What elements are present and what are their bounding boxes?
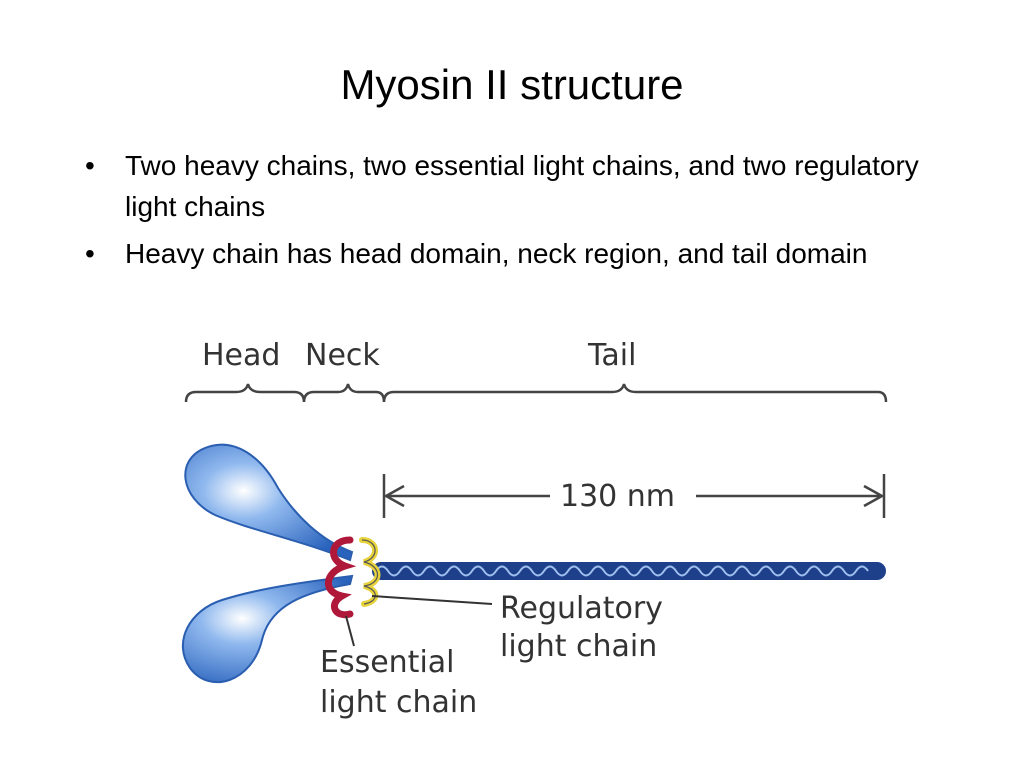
bullet-dot-icon: • (85, 150, 95, 181)
neck-brace (302, 383, 386, 403)
regulatory-label-line1: Regulatory (500, 591, 663, 626)
essential-label-line1: Essential (320, 645, 455, 680)
bullet-text: Heavy chain has head domain, neck region… (125, 238, 868, 269)
tail-label: Tail (587, 338, 636, 373)
bullet-item: • Two heavy chains, two essential light … (85, 145, 965, 227)
tail-coil-helix (375, 565, 869, 577)
page-title: Myosin II structure (340, 61, 684, 108)
bullet-text: Two heavy chains, two essential light ch… (125, 150, 919, 222)
regulatory-leader-line (371, 595, 493, 605)
bullet-item: • Heavy chain has head domain, neck regi… (85, 233, 965, 274)
essential-leader-line (345, 615, 355, 647)
neck-label: Neck (305, 338, 380, 373)
dimension-arrow-right-icon (863, 484, 885, 508)
length-label: 130 nm (560, 479, 675, 514)
essential-label-line2: light chain (320, 685, 477, 720)
regulatory-label-line2: light chain (500, 629, 657, 664)
head-label: Head (202, 338, 280, 373)
bullet-dot-icon: • (85, 238, 95, 269)
lower-head (181, 574, 354, 684)
essential-light-chain (325, 536, 357, 619)
tail-brace (382, 383, 888, 403)
dimension-arrow-left-icon (383, 484, 405, 508)
bullet-list: • Two heavy chains, two essential light … (85, 145, 965, 280)
upper-head (184, 443, 354, 562)
head-brace (184, 383, 306, 403)
